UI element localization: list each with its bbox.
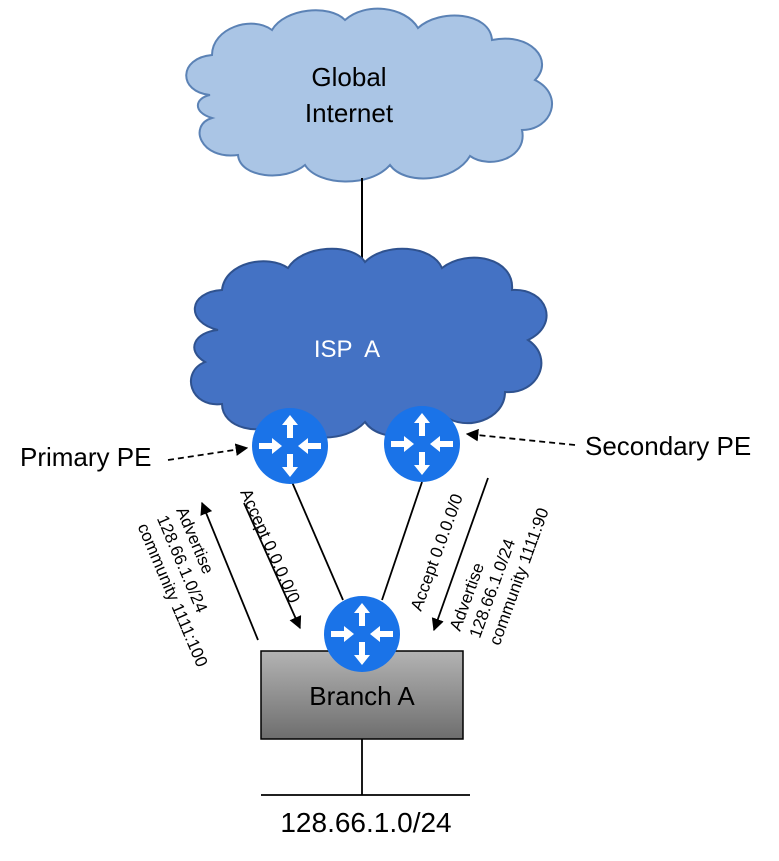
router-icon — [324, 596, 400, 672]
isp-cloud-label: ISP A — [314, 336, 380, 363]
global-cloud-label-line1: Global — [311, 62, 386, 92]
router-icon — [252, 408, 328, 484]
primary-pe-router — [252, 408, 328, 484]
router-icon — [384, 406, 460, 482]
secondary-pe-router — [384, 406, 460, 482]
global-internet-cloud — [185, 7, 553, 183]
primary-pe-label: Primary PE — [20, 442, 151, 472]
left-advertise-arrow — [200, 501, 259, 641]
left-advertise-annotation: Advertise 128.66.1.0/24 community 1111:1… — [134, 504, 218, 670]
global-cloud-label-line2: Internet — [305, 98, 394, 128]
branch-router — [324, 596, 400, 672]
isp-cloud — [189, 247, 548, 439]
secondary-link — [381, 481, 423, 601]
secondary-pe-pointer — [465, 428, 576, 446]
left-accept-arrow — [243, 502, 302, 630]
branch-label: Branch A — [309, 681, 415, 711]
primary-link — [291, 481, 344, 601]
right-accept-arrow — [431, 477, 489, 632]
network-label: 128.66.1.0/24 — [280, 807, 451, 838]
left-accept-annotation: Accept 0.0.0.0/0 — [236, 486, 303, 606]
secondary-pe-label: Secondary PE — [585, 431, 751, 461]
primary-pe-pointer — [167, 443, 249, 461]
left-accept-text: Accept 0.0.0.0/0 — [236, 486, 303, 606]
right-advertise-annotation: Advertise 128.66.1.0/24 community 1111:9… — [446, 505, 553, 647]
